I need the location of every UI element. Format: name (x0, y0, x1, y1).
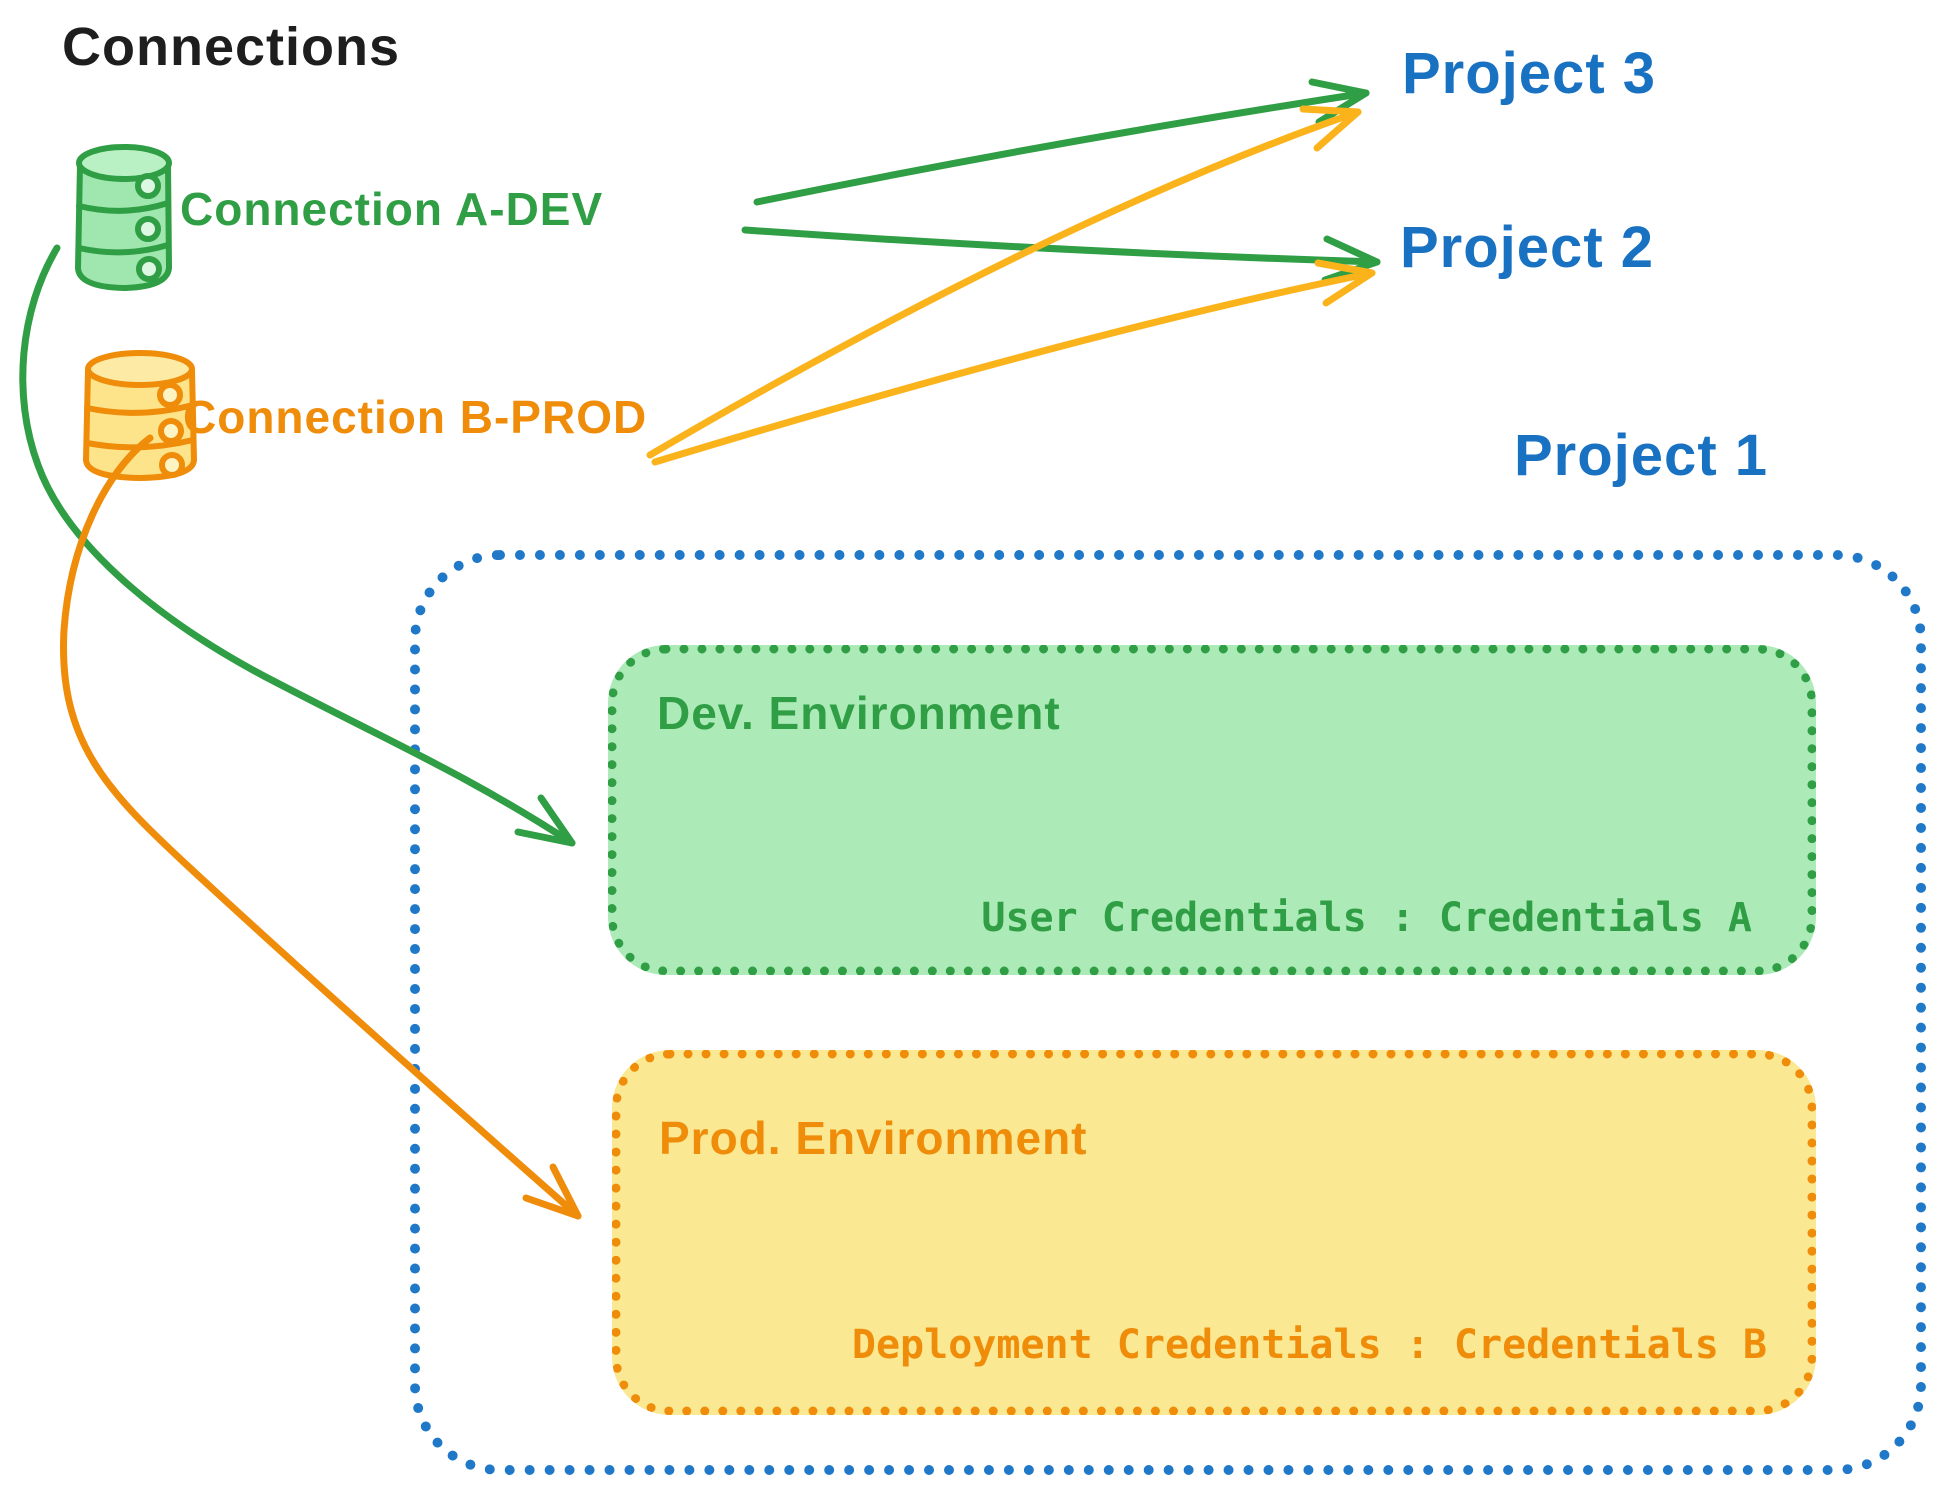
arrow-b-prod-to-project-2 (651, 259, 1376, 466)
project-2-label: Project 2 (1400, 215, 1654, 280)
connection-a-dev-label: Connection A-DEV (180, 183, 604, 235)
arrow-b-prod-to-project-3 (646, 105, 1362, 459)
dev-environment-box: Dev. Environment User Credentials : Cred… (608, 645, 1816, 975)
database-icon-a-dev (75, 144, 172, 291)
database-icon-b-prod (83, 350, 197, 481)
arrow-a-dev-to-dev-environment (19, 244, 576, 847)
project-3-label: Project 3 (1402, 41, 1656, 106)
diagram-title: Connections (62, 17, 401, 77)
dev-environment-title: Dev. Environment (657, 687, 1061, 739)
arrow-a-dev-to-project-3 (753, 78, 1370, 206)
prod-environment-title: Prod. Environment (659, 1112, 1088, 1164)
dev-environment-credentials: User Credentials : Credentials A (981, 895, 1752, 941)
project-1-label: Project 1 (1514, 423, 1768, 488)
project-1-container-box (410, 550, 1926, 1475)
prod-environment-credentials: Deployment Credentials : Credentials B (851, 1322, 1767, 1368)
prod-environment-box: Prod. Environment Deployment Credentials… (612, 1050, 1816, 1415)
connection-b-prod-label: Connection B-PROD (183, 391, 648, 443)
arrow-b-prod-to-prod-environment (60, 434, 582, 1220)
